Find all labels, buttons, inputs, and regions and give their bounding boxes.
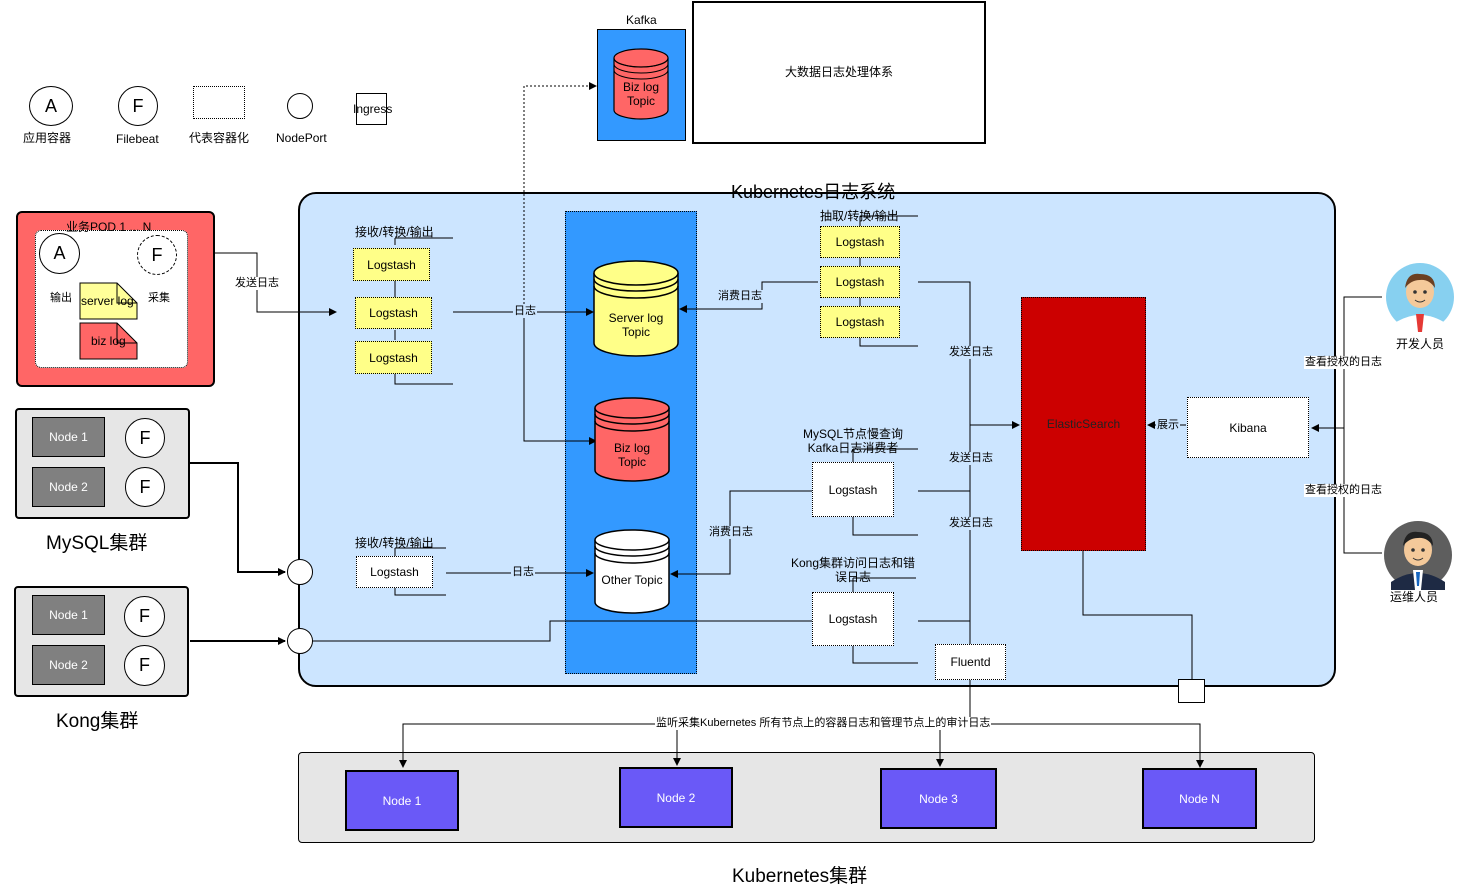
ingest-top-logstash-3: Logstash [355,341,432,374]
legend-filebeat-icon: F [118,86,158,126]
view-authorized-label-2: 查看授权的日志 [1304,484,1383,497]
ingest-top-title: 接收/转换/输出 [355,225,434,239]
kong-node-2: Node 2 [32,645,105,685]
send-log-label-2: 发送日志 [948,452,994,465]
developer-avatar-icon [1386,263,1454,332]
pod-send-log-label: 发送日志 [234,277,280,290]
operator-avatar-icon [1384,521,1452,590]
kafka-box [597,29,686,141]
pod-output-label: 输出 [49,292,73,305]
mysql-filebeat-icon-1: F [125,418,165,458]
k8s-node-2: Node 2 [619,767,733,828]
show-label: 展示 [1156,419,1180,432]
pod-app-icon: A [39,233,80,274]
biz-log-document-icon [79,322,138,360]
kong-filebeat-icon-1: F [124,596,165,637]
pod-filebeat-icon: F [137,235,177,275]
other-topic-cylinder-icon [594,529,670,614]
kong-node-1: Node 1 [32,595,105,635]
legend-nodeport-icon [287,93,313,119]
kafka-biz-log-cylinder-icon [613,48,669,120]
kafka-biz-log-topic-label: Biz log Topic [622,80,660,108]
mysql-consume-log-label: 消费日志 [708,526,754,539]
k8s-node-1: Node 1 [345,770,459,831]
server-log-topic-label: Server log Topic [608,311,664,339]
extract-logstash-2: Logstash [820,266,900,298]
pod-collect-label: 采集 [147,292,171,305]
developer-label: 开发人员 [1396,337,1445,351]
extract-logstash-3: Logstash [820,306,900,338]
elasticsearch-box: ElasticSearch [1021,297,1146,551]
legend-nodeport-label: NodePort [276,131,327,145]
mysql-consumer-title: MySQL节点慢查询 Kafka日志消费者 [802,427,903,455]
send-log-label-3: 发送日志 [948,517,994,530]
mysql-nodeport-icon [287,559,313,585]
legend-container-icon [193,86,245,119]
other-topic-label: Other Topic [601,573,663,587]
legend-filebeat-label: Filebeat [116,132,159,146]
biz-log-topic-label: Biz log Topic [613,441,651,469]
fluentd-box: Fluentd [935,644,1006,680]
mysql-cluster-title: MySQL集群 [46,533,148,554]
kong-consumer-logstash: Logstash [812,592,894,646]
server-log-topic-cylinder-icon [593,260,679,357]
legend-app-container-icon: A [29,86,73,126]
mysql-node-1: Node 1 [32,417,105,457]
legend-ingress-icon [356,93,387,125]
ingest-bottom-logstash: Logstash [356,556,433,588]
kibana-box: Kibana [1187,397,1309,458]
legend-app-container-label: 应用容器 [23,131,72,145]
kong-filebeat-icon-2: F [124,645,165,686]
ingest-bottom-log-label: 日志 [511,566,535,579]
server-log-label: server log [81,294,134,308]
k8s-log-system-title: Kubernetes日志系统 [731,182,896,202]
ingest-top-logstash-1: Logstash [353,248,430,281]
mysql-node-2: Node 2 [32,467,105,507]
ingest-top-log-label: 日志 [513,305,537,318]
kong-cluster-title: Kong集群 [56,711,139,732]
extract-logstash-1: Logstash [820,226,900,258]
kong-consumer-title: Kong集群访问日志和错误日志 [790,556,916,584]
ingest-bottom-title: 接收/转换/输出 [355,536,434,550]
bigdata-box: 大数据日志处理体系 [692,1,986,144]
k8s-node-3: Node 3 [880,768,997,829]
view-authorized-label-1: 查看授权的日志 [1304,356,1383,369]
ingress-box [1178,679,1205,703]
extract-consume-log-label: 消费日志 [717,290,763,303]
send-log-label-1: 发送日志 [948,346,994,359]
legend-ingress-label: Ingress [353,102,393,116]
pod-title: 业务POD 1 ... N [66,220,152,234]
extract-title: 抽取/转换/输出 [820,209,899,223]
biz-log-topic-cylinder-icon [594,397,670,482]
fluentd-monitor-label: 监听采集Kubernetes 所有节点上的容器日志和管理节点上的审计日志 [655,717,992,730]
operator-label: 运维人员 [1390,590,1439,604]
kafka-title: Kafka [626,13,657,27]
k8s-cluster-title: Kubernetes集群 [732,866,868,887]
biz-log-label: biz log [91,334,126,348]
mysql-filebeat-icon-2: F [125,467,165,507]
legend-container-label: 代表容器化 [189,131,250,145]
bigdata-label: 大数据日志处理体系 [784,64,893,79]
kong-nodeport-icon [287,628,313,654]
ingest-top-logstash-2: Logstash [355,297,432,329]
server-log-document-icon [79,282,138,320]
k8s-node-n: Node N [1142,768,1257,829]
mysql-consumer-logstash: Logstash [812,462,894,517]
